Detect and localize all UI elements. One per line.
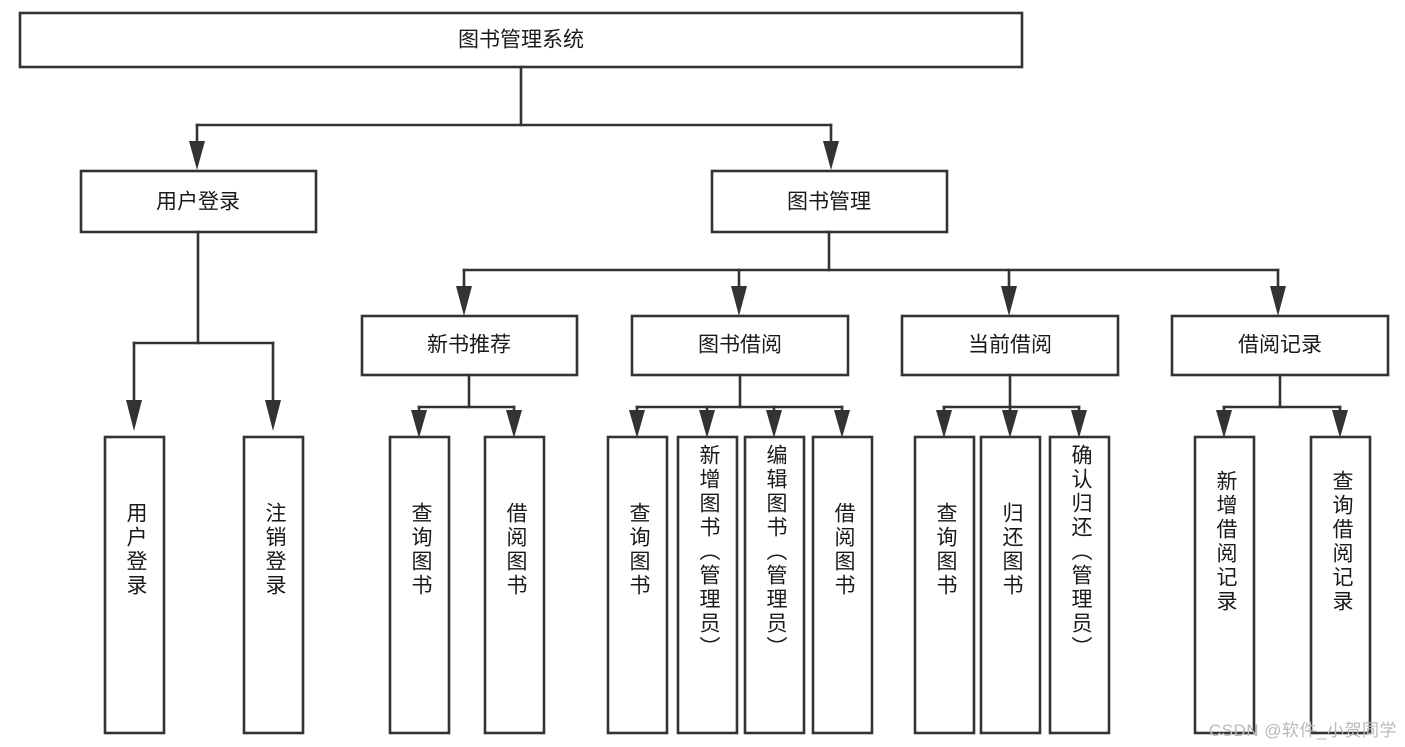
node-borrow-record[interactable]: 借阅记录 xyxy=(1170,314,1390,377)
node-user-login[interactable]: 用户登录 xyxy=(79,169,318,234)
leaf-box-borrow-book[interactable] xyxy=(811,435,874,735)
arrow-head-icon xyxy=(823,141,839,170)
node-root[interactable]: 图书管理系统 xyxy=(18,11,1024,69)
arrow-head-icon xyxy=(629,410,645,438)
arrow-head-icon xyxy=(1001,286,1017,316)
arrow-head-icon xyxy=(699,410,715,438)
leaf-box-add-book-admin[interactable] xyxy=(676,435,739,735)
leaf-box-query-borrow-record[interactable] xyxy=(1309,435,1372,735)
node-root-box xyxy=(18,11,1024,69)
node-book-borrow-label: 图书借阅 xyxy=(698,334,782,357)
connector-book-borrow-to-leaves xyxy=(629,373,850,438)
node-current-borrow-box xyxy=(900,314,1120,377)
node-new-book-recommend[interactable]: 新书推荐 xyxy=(360,314,579,377)
connector-current-borrow-to-leaves xyxy=(936,373,1087,438)
leaf-box-query-book-recommend[interactable] xyxy=(388,435,451,735)
connector-user-login-to-leaves xyxy=(126,230,281,431)
arrow-head-icon xyxy=(1216,410,1232,438)
node-user-login-box xyxy=(79,169,318,234)
connector-root-to-level2 xyxy=(189,65,839,170)
node-book-management-label: 图书管理 xyxy=(787,191,871,214)
arrow-head-icon xyxy=(456,286,472,316)
leaf-box-query-book-borrow[interactable] xyxy=(606,435,669,735)
connector-book-management-to-level3 xyxy=(456,230,1286,316)
arrow-head-icon xyxy=(731,286,747,316)
node-current-borrow[interactable]: 当前借阅 xyxy=(900,314,1120,377)
node-current-borrow-label: 当前借阅 xyxy=(968,334,1052,357)
leaf-box-query-book-current[interactable] xyxy=(913,435,976,735)
arrow-head-icon xyxy=(189,141,205,170)
watermark-text: CSDN @软件_小贺同学 xyxy=(1208,721,1397,740)
arrow-head-icon xyxy=(126,400,142,431)
leaf-box-confirm-return-admin[interactable] xyxy=(1048,435,1111,735)
leaf-box-edit-book-admin[interactable] xyxy=(743,435,806,735)
leaf-box-borrow-book-recommend[interactable] xyxy=(483,435,546,735)
leaf-box-add-borrow-record[interactable] xyxy=(1193,435,1256,735)
node-root-label: 图书管理系统 xyxy=(458,29,584,52)
arrow-head-icon xyxy=(1002,410,1018,438)
node-book-borrow[interactable]: 图书借阅 xyxy=(630,314,850,377)
connector-new-book-recommend-to-leaves xyxy=(411,373,522,438)
node-book-management[interactable]: 图书管理 xyxy=(710,169,949,234)
node-borrow-record-label: 借阅记录 xyxy=(1238,334,1322,357)
node-user-login-label: 用户登录 xyxy=(156,191,240,214)
arrow-head-icon xyxy=(506,410,522,438)
connector-borrow-record-to-leaves xyxy=(1216,373,1348,438)
leaf-box-return-book[interactable] xyxy=(979,435,1042,735)
arrow-head-icon xyxy=(936,410,952,438)
arrow-head-icon xyxy=(834,410,850,438)
arrow-head-icon xyxy=(265,400,281,431)
leaf-box-logout[interactable] xyxy=(242,435,305,735)
node-new-book-recommend-label: 新书推荐 xyxy=(427,334,511,357)
node-new-book-recommend-box xyxy=(360,314,579,377)
arrow-head-icon xyxy=(1071,410,1087,438)
arrow-head-icon xyxy=(411,410,427,438)
leaf-box-user-login[interactable] xyxy=(103,435,166,735)
arrow-head-icon xyxy=(1332,410,1348,438)
arrow-head-icon xyxy=(1270,286,1286,316)
arrow-head-icon xyxy=(766,410,782,438)
